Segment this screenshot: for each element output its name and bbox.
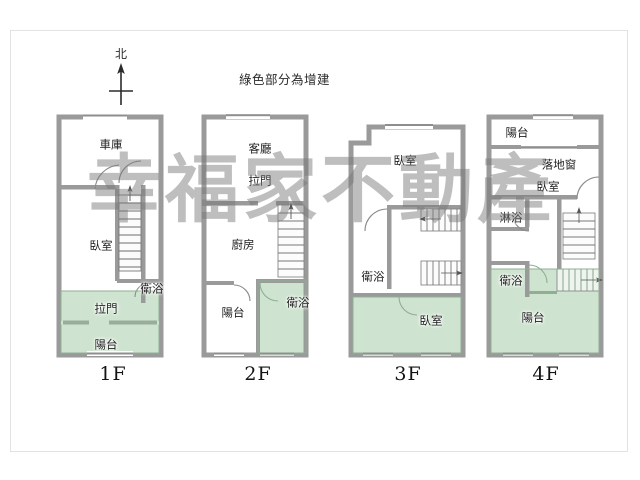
floor-label-4f: 4F [532,363,560,385]
room-label: 臥室 [536,179,560,194]
north-arrow-icon [109,63,133,105]
room-label: 陽台 [221,305,245,320]
floor-plan-1f-drawing [56,114,164,358]
room-label: 陽台 [505,125,529,140]
legend-note: 綠色部分為增建 [239,72,331,87]
room-label: 臥室 [89,238,113,253]
image-frame: 北 綠色部分為增建 [10,30,628,452]
north-label: 北 [114,47,127,61]
room-label: 拉門 [94,301,118,316]
floor-label-1f: 1F [99,363,127,385]
room-label: 衛浴 [499,273,523,288]
room-label: 拉門 [248,173,272,188]
floor-plan-2f-drawing [201,114,309,358]
north-arrow: 北 [101,47,141,107]
room-label: 陽台 [521,310,545,325]
floor-plan-3f-drawing [348,124,466,358]
room-label: 衛浴 [140,281,164,296]
room-label: 客廳 [248,141,272,156]
floor-label-3f: 3F [394,363,422,385]
floor-plan-3f: 3F 臥室衛浴臥室 [343,113,473,393]
room-label: 落地窗 [541,157,577,172]
room-label: 臥室 [419,313,443,328]
room-label: 衛浴 [361,269,385,284]
room-label: 廚房 [231,237,255,252]
floor-plan-2f: 2F 客廳拉門廚房陽台 衛浴 [198,113,318,393]
room-label: 衛浴 [286,295,310,310]
floor-plan-1f: 1F 車庫臥室衛浴拉門陽台 [53,113,173,393]
room-label: 臥室 [393,153,417,168]
room-label: 淋浴 [499,210,523,225]
room-label: 車庫 [99,137,123,152]
room-label: 陽台 [94,337,118,352]
floor-plan-4f-drawing [486,114,604,358]
floor-plan-4f: 4F 陽台落地窗臥室淋浴衛浴陽台 [481,113,611,393]
floor-label-2f: 2F [244,363,272,385]
